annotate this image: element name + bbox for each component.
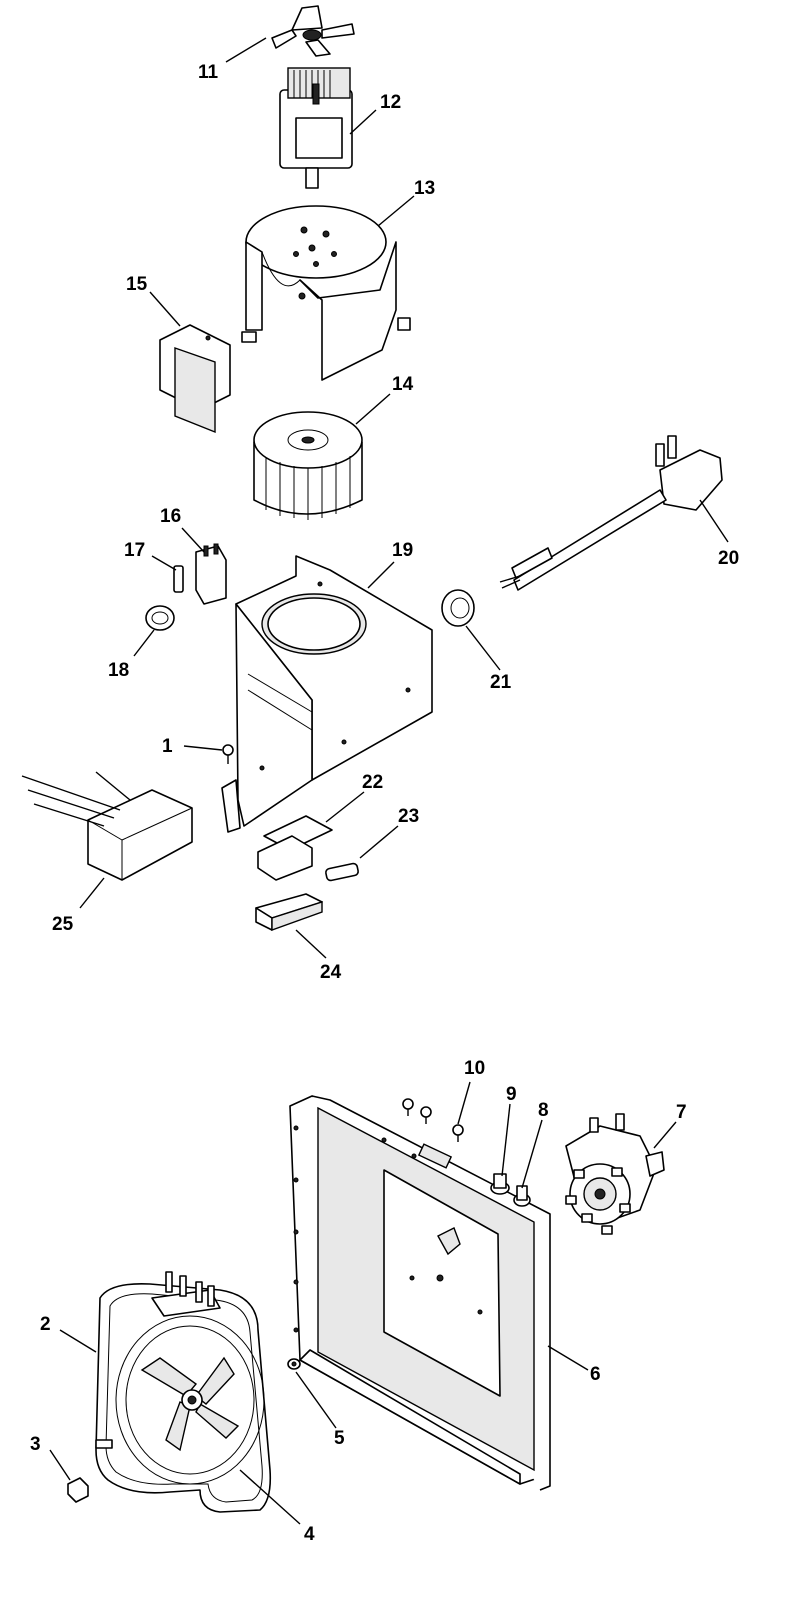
callout-25: 25 (52, 914, 74, 935)
relay-part-22[interactable] (257, 815, 333, 881)
callout-5: 5 (334, 1428, 345, 1449)
bushing-part-21[interactable] (441, 589, 475, 627)
callout-18: 18 (108, 660, 129, 681)
blower-housing-part-13[interactable] (241, 205, 411, 381)
callout-24: 24 (320, 962, 342, 983)
callout-15: 15 (126, 274, 148, 295)
switch-part-16[interactable] (195, 543, 227, 605)
convection-motor-part-7[interactable] (565, 1113, 665, 1235)
power-cord-part-20[interactable] (499, 435, 723, 591)
callout-17: 17 (124, 540, 145, 561)
callout-4: 4 (304, 1524, 315, 1545)
screw-part-1[interactable] (222, 744, 234, 764)
nut-part-5[interactable] (287, 1358, 301, 1370)
callout-23: 23 (398, 806, 419, 827)
fan-blade-part-11[interactable] (271, 5, 355, 57)
callout-12: 12 (380, 92, 401, 113)
terminal-block-part-24[interactable] (255, 893, 323, 931)
fuse-part-17[interactable] (173, 565, 184, 593)
screws-part-10[interactable] (402, 1098, 464, 1142)
fuse-part-23[interactable] (325, 862, 359, 882)
callout-21: 21 (490, 672, 512, 693)
thermostat-part-9[interactable] (490, 1173, 510, 1195)
callout-14: 14 (392, 374, 414, 395)
callout-11: 11 (198, 62, 219, 83)
grommet-part-18[interactable] (145, 605, 175, 631)
back-panel-part-6[interactable] (289, 1095, 551, 1491)
callout-9: 9 (506, 1084, 517, 1105)
callout-10: 10 (464, 1058, 485, 1079)
callout-8: 8 (538, 1100, 549, 1121)
sensor-part-8[interactable] (513, 1185, 531, 1207)
callout-22: 22 (362, 772, 383, 793)
blower-wheel-part-14[interactable] (253, 411, 363, 520)
callout-2: 2 (40, 1314, 51, 1335)
callout-3: 3 (30, 1434, 41, 1455)
motor-part-12[interactable] (279, 67, 353, 189)
convection-fan-part-4[interactable] (115, 1315, 265, 1485)
cap-part-3[interactable] (67, 1477, 89, 1503)
callout-20: 20 (718, 548, 739, 569)
callout-16: 16 (160, 506, 181, 527)
bracket-part-15[interactable] (159, 324, 231, 434)
callout-labels: 11 12 13 15 14 16 17 19 20 18 21 1 22 23… (30, 62, 739, 1545)
callout-7: 7 (676, 1102, 687, 1123)
callout-13: 13 (414, 178, 435, 199)
heating-element-part-2[interactable] (95, 1271, 272, 1513)
callout-6: 6 (590, 1364, 601, 1385)
transformer-part-25[interactable] (21, 771, 193, 881)
duct-panel-part-19[interactable] (221, 555, 433, 833)
leader-lines (49, 37, 729, 1525)
callout-19: 19 (392, 540, 413, 561)
callout-1: 1 (162, 736, 173, 757)
